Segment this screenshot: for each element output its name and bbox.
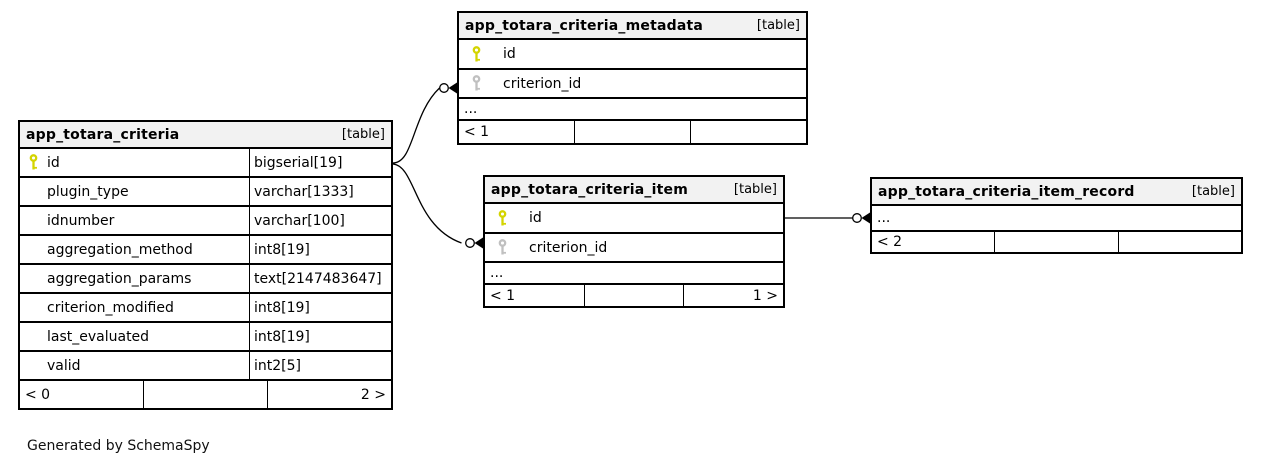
table-node-app_totara_criteria_item: app_totara_criteria_item [table] id criteri… [483, 175, 785, 308]
table-footer: < 2 [872, 232, 1241, 252]
relationship-criteria-id-to-item-criterion-id [392, 163, 483, 249]
relationship-item-id-to-item-record [785, 212, 870, 224]
column-row: last_evaluated int8[19] [20, 323, 391, 352]
key-icon-cell [485, 204, 529, 232]
table-type-badge: [table] [1191, 184, 1235, 199]
column-type: bigserial[19] [249, 149, 391, 176]
table-title[interactable]: app_totara_criteria_item [491, 181, 689, 198]
key-icon-cell [459, 70, 503, 97]
column-row: id [485, 204, 783, 234]
key-icon-cell [20, 265, 47, 292]
column-row: plugin_type varchar[1333] [20, 178, 391, 207]
key-icon-cell [485, 234, 529, 261]
footer-parents: < 1 [464, 124, 490, 140]
column-type: varchar[1333] [249, 178, 391, 205]
foreign-key-icon [472, 75, 481, 91]
ellipsis-columns: ... [877, 210, 891, 226]
column-row: id bigserial[19] [20, 149, 391, 178]
column-type: int8[19] [249, 236, 391, 263]
table-title[interactable]: app_totara_criteria [26, 126, 180, 143]
footer-middle [143, 381, 267, 408]
key-icon-cell [20, 149, 47, 176]
ellipsis-columns: ... [464, 101, 478, 117]
column-row: ... [872, 206, 1241, 232]
table-node-app_totara_criteria_item_record: app_totara_criteria_item_record [table]..… [870, 177, 1243, 254]
zero-or-one-dot-icon [439, 83, 449, 93]
column-name: idnumber [47, 212, 115, 229]
key-icon-cell [20, 236, 47, 263]
ellipsis-columns: ... [490, 265, 504, 281]
key-icon-cell [20, 207, 47, 234]
arrowhead-icon [474, 237, 483, 249]
column-row: idnumber varchar[100] [20, 207, 391, 236]
table-header: app_totara_criteria_item [table] [485, 177, 783, 204]
column-type: int2[5] [249, 352, 391, 379]
zero-or-one-dot-icon [465, 238, 475, 248]
column-name: plugin_type [47, 183, 129, 200]
footer-middle [994, 232, 1117, 252]
column-row: aggregation_method int8[19] [20, 236, 391, 265]
column-name: id [47, 154, 60, 171]
column-type: int8[19] [249, 323, 391, 350]
primary-key-icon [29, 154, 38, 170]
table-footer: < 0 2 > [20, 381, 391, 408]
column-name: criterion_modified [47, 299, 174, 316]
generator-note: Generated by SchemaSpy [27, 438, 210, 454]
table-type-badge: [table] [756, 18, 800, 33]
table-type-badge: [table] [341, 127, 385, 142]
arrowhead-icon [448, 82, 457, 94]
column-row: aggregation_params text[2147483647] [20, 265, 391, 294]
column-row: criterion_id [485, 234, 783, 263]
column-name: valid [47, 357, 81, 374]
column-name: last_evaluated [47, 328, 150, 345]
key-icon-cell [459, 40, 503, 68]
footer-children [690, 121, 806, 143]
relationship-criteria-id-to-metadata-criterion-id [392, 82, 457, 164]
table-header: app_totara_criteria_metadata [table] [459, 13, 806, 40]
key-icon-cell [20, 294, 47, 321]
column-row: criterion_id [459, 70, 806, 99]
column-name: id [529, 210, 542, 226]
column-name: criterion_id [503, 75, 582, 92]
footer-middle [574, 121, 690, 143]
arrowhead-icon [861, 212, 870, 224]
footer-children: 2 > [267, 381, 391, 408]
footer-middle [583, 285, 684, 306]
table-title[interactable]: app_totara_criteria_metadata [465, 17, 704, 34]
primary-key-icon [472, 45, 481, 61]
column-row: ... [485, 263, 783, 285]
table-footer: < 1 1 > [485, 285, 783, 306]
key-icon-cell [20, 178, 47, 205]
table-node-app_totara_criteria: app_totara_criteria [table] id bigserial[19… [18, 120, 393, 410]
table-type-badge: [table] [733, 182, 777, 197]
zero-or-one-dot-icon [852, 213, 862, 223]
footer-parents: < 0 [25, 386, 51, 403]
table-header: app_totara_criteria [table] [20, 122, 391, 149]
foreign-key-icon [498, 239, 507, 255]
table-footer: < 1 [459, 121, 806, 143]
primary-key-icon [498, 209, 507, 225]
column-name: id [503, 46, 516, 62]
column-type: varchar[100] [249, 207, 391, 234]
column-row: criterion_modified int8[19] [20, 294, 391, 323]
column-name: criterion_id [529, 239, 608, 256]
column-type: text[2147483647] [249, 265, 391, 292]
footer-parents: < 2 [877, 234, 903, 250]
column-name: aggregation_method [47, 241, 193, 258]
column-row: valid int2[5] [20, 352, 391, 381]
column-type: int8[19] [249, 294, 391, 321]
footer-children: 1 > [683, 285, 783, 306]
column-row: ... [459, 99, 806, 121]
table-header: app_totara_criteria_item_record [table] [872, 179, 1241, 206]
footer-children [1117, 232, 1241, 252]
footer-parents: < 1 [490, 287, 516, 304]
column-row: id [459, 40, 806, 70]
key-icon-cell [20, 323, 47, 350]
table-title[interactable]: app_totara_criteria_item_record [878, 183, 1135, 200]
column-name: aggregation_params [47, 270, 192, 287]
table-node-app_totara_criteria_metadata: app_totara_criteria_metadata [table] id cri… [457, 11, 808, 145]
key-icon-cell [20, 352, 47, 379]
